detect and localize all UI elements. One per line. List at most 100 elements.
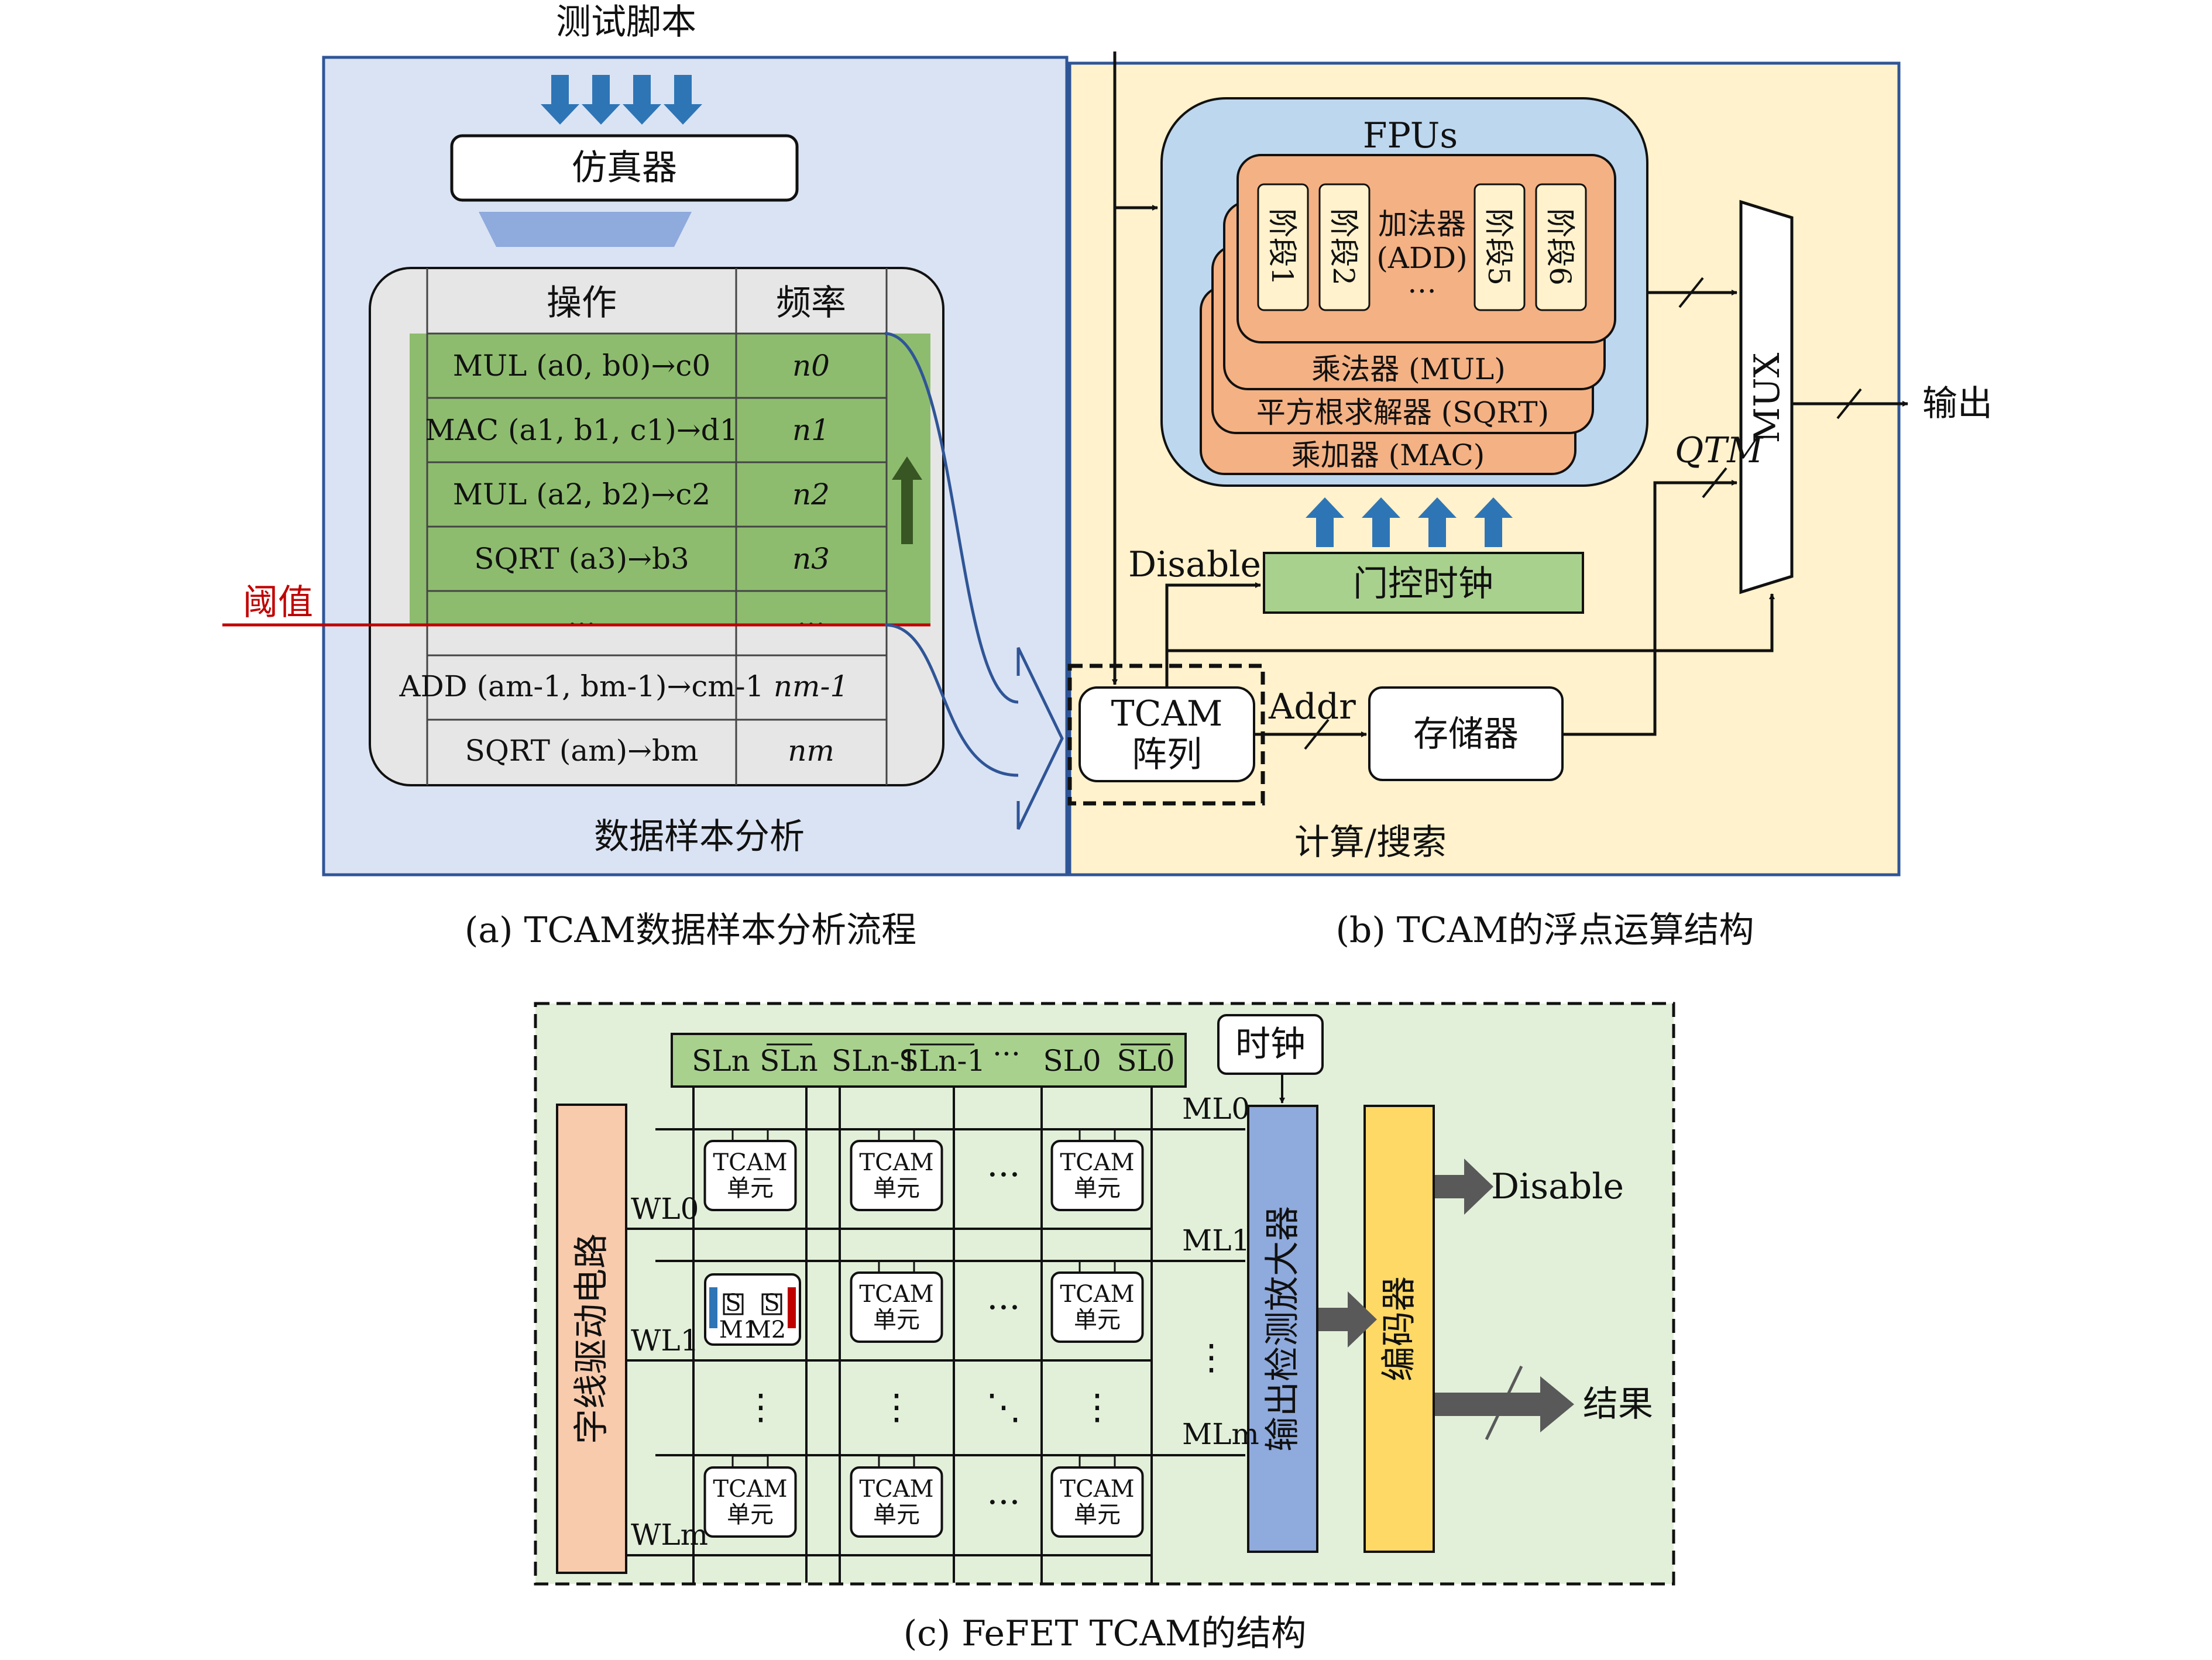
tcam-cell-label: TCAM xyxy=(1060,1149,1134,1176)
mul-label: 乘法器 (MUL) xyxy=(1311,352,1505,386)
sqrt-label: 平方根求解器 (SQRT) xyxy=(1256,396,1549,429)
ml-label: MLm xyxy=(1182,1417,1259,1451)
panel-b: FPUs 乘加器 (MAC) 平方根求解器 (SQRT) 乘法器 (MUL) 阶… xyxy=(1067,51,1993,951)
panel-c: SLn SLn SLn-1 SLn-1 ··· SL0 SL0 时钟 字线驱动电… xyxy=(534,1002,1675,1654)
flow-curve-bottom xyxy=(884,623,1019,777)
clock-label: 时钟 xyxy=(1235,1024,1306,1065)
cell-dots: ··· ··· ··· ⋮ ⋮ ⋱ ⋮ ⋮ xyxy=(743,1154,1229,1523)
threshold-label: 阈值 xyxy=(243,582,313,623)
wl-lines xyxy=(626,1228,1152,1556)
diagonal-dots: ⋱ xyxy=(986,1387,1021,1428)
search-line-bar xyxy=(671,1033,1187,1088)
tcam-cells: TCAM单元TCAM单元TCAM单元TCAM单元TCAM单元TCAM单元TCAM… xyxy=(703,1128,1144,1538)
sl-bar-label: SLn-1 xyxy=(899,1044,985,1078)
up-arrow-icons xyxy=(1306,497,1513,547)
caption-c: (c) FeFET TCAM的结构 xyxy=(904,1613,1307,1654)
fefet-m1-label: M1 xyxy=(719,1317,758,1343)
tcam-cell-label: TCAM xyxy=(859,1149,933,1176)
up-arrow-icon xyxy=(892,456,922,544)
disable-arrow-icon xyxy=(1435,1159,1493,1215)
horizontal-dots: ··· xyxy=(987,1482,1020,1523)
sl-label: SLn xyxy=(692,1044,750,1078)
mux-block xyxy=(1739,200,1794,594)
caption-b: (b) TCAM的浮点运算结构 xyxy=(1336,910,1754,951)
outline-arrow-icon xyxy=(1016,647,1064,830)
tcam-cell-label: TCAM xyxy=(713,1476,787,1503)
stage-5-box xyxy=(1473,183,1526,311)
clock-gate-box xyxy=(1263,552,1584,614)
table-row-freq: n2 xyxy=(792,477,830,511)
table-row-freq: n1 xyxy=(792,413,830,447)
sl-bar-label: SLn xyxy=(760,1044,818,1078)
ml-label: ML0 xyxy=(1182,1092,1250,1126)
vertical-dots: ⋮ xyxy=(1194,1337,1229,1378)
encoder-box xyxy=(1363,1105,1435,1553)
adder-abbr-label: (ADD) xyxy=(1376,241,1467,275)
vertical-dots: ⋮ xyxy=(879,1387,914,1428)
data-sample-analysis-label: 数据样本分析 xyxy=(594,816,805,857)
table-grid xyxy=(426,268,888,785)
stage-2-box xyxy=(1318,183,1371,311)
sense-amplifier-box xyxy=(1247,1105,1318,1553)
table-header-frequency: 频率 xyxy=(776,283,846,324)
tcam-cell-label: TCAM xyxy=(859,1281,933,1308)
tcam-cell-sublabel: 单元 xyxy=(727,1501,774,1528)
wide-down-arrow-icon xyxy=(479,212,692,247)
stage-5-label: 阶段5 xyxy=(1482,208,1516,286)
table-row-freq: n3 xyxy=(792,542,830,576)
output-label: 输出 xyxy=(1922,383,1993,424)
fpus-label: FPUs xyxy=(1363,115,1458,156)
search-line-labels: SLn SLn SLn-1 SLn-1 ··· SL0 SL0 xyxy=(692,1037,1174,1078)
fefet-cell-detail: S S M1 M2 xyxy=(704,1273,801,1346)
tcam-cell-sublabel: 单元 xyxy=(1074,1307,1121,1334)
sl-bar-label: SL0 xyxy=(1117,1044,1174,1078)
tcam-cell-sublabel: 单元 xyxy=(727,1175,774,1202)
stage-dots: … xyxy=(1407,266,1437,300)
table-row-op: ... xyxy=(568,599,596,633)
horizontal-dots: ··· xyxy=(987,1287,1020,1328)
vertical-dots: ⋮ xyxy=(743,1387,778,1428)
table-row-freq: n0 xyxy=(792,349,830,383)
tcam-cell-label: TCAM xyxy=(713,1149,787,1176)
down-arrow-icon xyxy=(664,75,702,125)
fefet-s-label: S xyxy=(725,1290,741,1317)
table-row-freq: nm xyxy=(788,734,834,768)
ferro-layer-blue xyxy=(709,1287,717,1328)
flow-curve-top xyxy=(884,332,1019,704)
table-row-op: MUL (a0, b0)→c0 xyxy=(453,349,710,383)
mux-label: MUX xyxy=(1747,352,1788,443)
ferro-layer-red xyxy=(788,1287,796,1328)
clock-box xyxy=(1217,1014,1324,1075)
down-arrow-icons xyxy=(541,75,702,125)
mac-label: 乘加器 (MAC) xyxy=(1292,438,1485,472)
memory-label: 存储器 xyxy=(1413,714,1519,755)
table-row-op: ADD (am-1, bm-1)→cm-1 xyxy=(399,669,764,703)
disable-label: Disable xyxy=(1128,544,1261,585)
fefet-m2-label: M2 xyxy=(747,1317,786,1343)
wl-label: WL1 xyxy=(631,1324,699,1357)
table-header-operation: 操作 xyxy=(547,283,617,324)
horizontal-dots: ··· xyxy=(987,1154,1020,1195)
tcam-cell-label: TCAM xyxy=(859,1476,933,1503)
stage-1-label: 阶段1 xyxy=(1265,208,1299,286)
tcam-cell-sublabel: 单元 xyxy=(873,1501,920,1528)
caption-a: (a) TCAM数据样本分析流程 xyxy=(465,910,916,951)
down-arrow-icon xyxy=(541,75,579,125)
table-rows: MUL (a0, b0)→c0 n0 MAC (a1, b1, c1)→d1 n… xyxy=(399,349,849,768)
tcam-cell-label: TCAM xyxy=(1060,1281,1134,1308)
table-row-op: SQRT (am)→bm xyxy=(465,734,699,768)
sense-amplifier-label: 输出检测放大器 xyxy=(1262,1206,1303,1452)
ml-label: ML1 xyxy=(1182,1223,1250,1257)
up-arrow-icon xyxy=(1418,497,1457,547)
tcam-array-label-1: TCAM xyxy=(1111,693,1223,734)
up-arrow-icon xyxy=(1362,497,1400,547)
tcam-cell-sublabel: 单元 xyxy=(1074,1501,1121,1528)
adder-label: 加法器 xyxy=(1378,207,1466,241)
sl-vertical-lines xyxy=(692,1087,1153,1583)
